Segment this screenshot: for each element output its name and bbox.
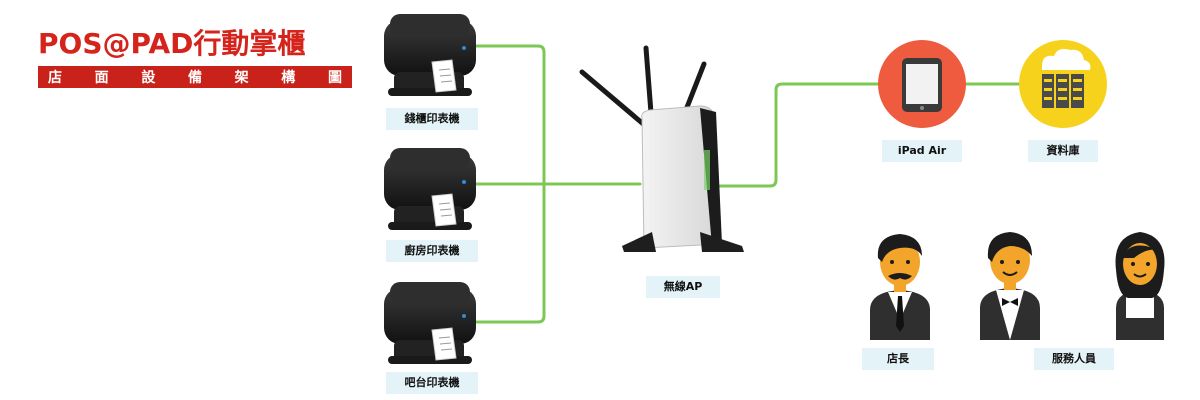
subtitle-char: 店 [48,70,62,86]
cloud-server-icon [1019,40,1107,128]
label-printer-kitchen: 廚房印表機 [386,240,478,262]
subtitle-char: 架 [234,70,249,86]
printer-cashier-icon [384,14,476,96]
subtitle-char: 備 [187,70,202,86]
wireless-router-icon [579,45,744,252]
connection-lines [474,44,1024,324]
label-staff: 服務人員 [1034,348,1114,370]
page-title: POS@PAD行動掌櫃 [38,27,306,60]
staff-male-person-icon [980,232,1040,340]
staff-female-person-icon [1115,232,1165,340]
subtitle-char: 設 [141,70,156,86]
subtitle-char: 圖 [327,70,342,86]
label-printer-bar: 吧台印表機 [386,372,478,394]
label-router: 無線AP [646,276,720,298]
printer-kitchen-icon [384,148,476,230]
label-manager: 店長 [862,348,934,370]
subtitle-bar: 店 面 設 備 架 構 圖 [38,66,352,88]
printer-bar-icon [384,282,476,364]
subtitle-char: 面 [94,70,109,86]
link-router-ipad [718,82,882,188]
label-ipad: iPad Air [882,140,962,162]
label-printer-cashier: 錢櫃印表機 [386,108,478,130]
label-database: 資料庫 [1028,140,1098,162]
tablet-icon [878,40,966,128]
subtitle-char: 構 [281,70,296,86]
manager-person-icon [870,234,930,340]
